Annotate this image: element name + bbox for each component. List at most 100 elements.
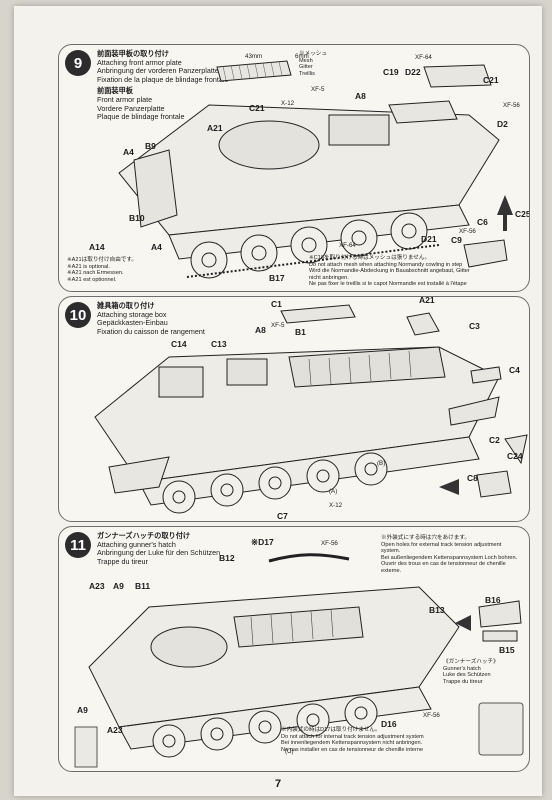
optional-note: ※A21は取り付け自由です。 ※A21 is optional. ※A21 na… — [67, 257, 137, 283]
fender-part — [108, 456, 170, 494]
callout-label: (C) — [285, 748, 294, 755]
part-label: D16 — [381, 719, 397, 729]
title-en: Attaching front armor plate — [97, 57, 182, 67]
road-wheels — [162, 452, 388, 514]
title-jp: 雑具箱の取り付け — [97, 301, 155, 310]
callout-label: (B) — [377, 460, 385, 467]
part-label: A21 — [207, 123, 223, 133]
note-fr: Ouvrir des trous en cas de tensionneur d… — [381, 561, 506, 574]
paint-label: XF-64 — [339, 242, 356, 249]
mesh-de: Gitter — [299, 64, 313, 71]
mesh-jp: ※メッシュ — [299, 51, 327, 57]
part-label: B16 — [485, 595, 501, 605]
part-c24 — [504, 434, 528, 465]
step-number-badge: 9 — [65, 50, 91, 76]
part-label: B17 — [269, 273, 285, 283]
instruction-sheet: 9 前面装甲板の取り付け Attaching front armor plate… — [14, 6, 542, 796]
paint-label: X-12 — [329, 502, 343, 509]
part-label: A4 — [123, 147, 134, 157]
part-label: A8 — [255, 325, 266, 335]
part-b15 — [482, 630, 518, 642]
part-label: A21 — [419, 297, 435, 305]
part-c9 — [463, 239, 508, 268]
assembly-arrow-icon — [439, 479, 459, 495]
part-label: A4 — [151, 242, 162, 252]
part-label: D21 — [421, 234, 437, 244]
note-jp: ※A21は取り付け自由です。 — [67, 257, 138, 263]
part-label: C21 — [249, 103, 265, 113]
assembly-arrow-icon — [455, 615, 471, 631]
mesh-fr: Treillis — [299, 70, 315, 77]
side-detail-inset — [74, 726, 98, 768]
paint-label: X-12 — [281, 100, 295, 107]
page-number: 7 — [274, 778, 282, 790]
part-label: C21 — [483, 75, 499, 85]
title-de: Gepäckkasten-Einbau — [97, 318, 168, 328]
part-label: D22 — [405, 67, 421, 77]
note-jp: ※内装式の時はD17は取り付けません。 — [281, 727, 381, 733]
note-de: Bei außenliegendem Kettenspannsystem Loc… — [381, 554, 518, 561]
subtitle-en: Front armor plate — [97, 94, 153, 104]
step-11-drawing: ※D17 XF-56 B12 A23 A9 B11 B13 B16 B15 A9… — [74, 537, 524, 768]
note-fr: ※A21 est optionnel. — [67, 276, 117, 283]
step-number-badge: 10 — [65, 302, 91, 328]
title-fr: Trappe du tireur — [97, 556, 148, 566]
title-en: Attaching gunner's hatch — [97, 539, 176, 549]
paint-label: XF-64 — [415, 54, 432, 61]
part-c4 — [470, 366, 502, 384]
paint-label: XF-56 — [503, 102, 520, 109]
part-label: C9 — [451, 235, 462, 245]
part-label: C4 — [509, 365, 520, 375]
part-label: B9 — [145, 141, 156, 151]
step-9-header: 9 前面装甲板の取り付け Attaching front armor plate… — [65, 49, 229, 122]
part-label: C7 — [277, 511, 288, 521]
subtitle-jp: 前面装甲板 — [97, 86, 133, 96]
part-label: A8 — [355, 91, 366, 101]
part-label: A23 — [89, 581, 105, 591]
title-jp: ガンナーズハッチの取り付け — [97, 531, 191, 540]
part-label: A14 — [89, 242, 105, 252]
storage-box-ribs — [250, 608, 334, 646]
assembly-arrow-icon — [497, 195, 513, 231]
road-wheels — [152, 696, 378, 758]
part-c2 — [448, 396, 500, 426]
callout-label: (A) — [329, 488, 337, 495]
note-jp: ※外装式にする時は穴をあけます。 — [381, 535, 470, 541]
step-10-header: 10 雑具箱の取り付け Attaching storage box Gepäck… — [65, 301, 205, 336]
part-c1 — [280, 304, 356, 324]
hatch-detail-inset — [478, 702, 524, 756]
c18-note: ※C18を取り付ける時はメッシュは張りません。 Do not attach me… — [309, 255, 479, 288]
part-label: B11 — [135, 581, 150, 591]
gunner-hatch-caption: 《ガンナーズハッチ》 Gunner's hatch Luke des Schüt… — [443, 659, 527, 685]
internal-tension-note: ※内装式の時はD17は取り付けません。 Do not attach for in… — [281, 727, 477, 753]
paint-label: XF-5 — [271, 322, 285, 329]
step-9-drawing: 43mm 6mm C19 D22 C21 XF-64 C21 X-12 XF-5… — [89, 53, 529, 283]
part-label: B12 — [219, 553, 235, 563]
note-de: Bei innenliegendem Kettenspannsystem nic… — [281, 740, 423, 747]
step-11-header: 11 ガンナーズハッチの取り付け Attaching gunner's hatc… — [65, 531, 220, 566]
title-fr: Fixation de la plaque de blindage fronta… — [97, 74, 229, 84]
part-c3 — [406, 312, 440, 336]
paint-label: XF-56 — [459, 228, 476, 235]
part-label: C2 — [489, 435, 500, 445]
part-label: C3 — [469, 321, 480, 331]
paint-label: XF-5 — [311, 86, 325, 93]
part-label: C24 — [507, 451, 523, 461]
note-en: Do not attach mesh when attaching Norman… — [309, 261, 463, 268]
part-label: B13 — [429, 605, 445, 615]
part-label: C1 — [271, 299, 282, 309]
step-10-titles: 雑具箱の取り付け Attaching storage box Gepäckkas… — [97, 301, 205, 336]
part-label: A9 — [113, 581, 124, 591]
part-label: C19 — [383, 67, 399, 77]
step-11-titles: ガンナーズハッチの取り付け Attaching gunner's hatch A… — [97, 531, 220, 566]
step-10-drawing: C1 A21 A8 XF-5 B1 C3 C14 C13 C4 C2 C24 C… — [94, 297, 528, 521]
road-wheels — [190, 212, 428, 279]
front-armor-plate — [133, 149, 178, 228]
note-jp: ※C18を取り付ける時はメッシュは張りません。 — [309, 255, 431, 261]
note-fr: Trappe du tireur — [443, 678, 483, 685]
step-9-titles: 前面装甲板の取り付け Attaching front armor plate A… — [97, 49, 229, 122]
part-label: A23 — [107, 725, 123, 735]
title-de: Anbringung der vorderen Panzerplatte — [97, 66, 219, 76]
note-en: Do not attach for internal track tension… — [281, 733, 424, 740]
part-label: C13 — [211, 339, 227, 349]
